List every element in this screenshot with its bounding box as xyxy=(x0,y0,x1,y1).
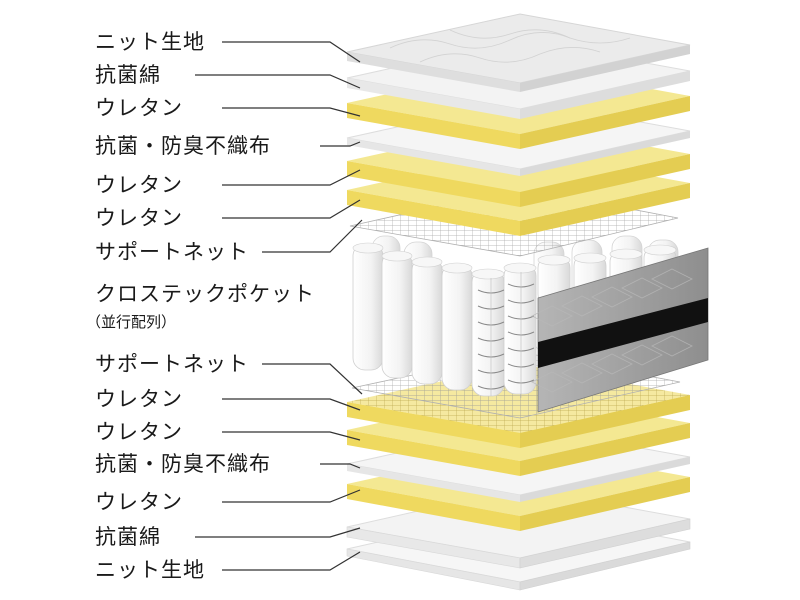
label-pocket-coil: クロステックポケット xyxy=(95,282,315,306)
leader-lines xyxy=(195,41,363,571)
pocket-coil-block xyxy=(352,235,709,413)
label-top-urethane-2: ウレタン xyxy=(95,173,183,197)
label-bottom-urethane-1: ウレタン xyxy=(95,387,183,411)
label-top-knit: ニット生地 xyxy=(95,30,205,54)
label-top-nonwoven: 抗菌・防臭不織布 xyxy=(95,134,271,158)
label-bottom-antibacterial-cotton: 抗菌綿 xyxy=(95,525,161,549)
label-pocket-coil-note: （並行配列） xyxy=(86,313,177,331)
side-band xyxy=(538,298,708,368)
label-top-support-net: サポートネット xyxy=(95,240,249,264)
label-bottom-support-net: サポートネット xyxy=(95,352,249,376)
label-top-urethane-3: ウレタン xyxy=(95,206,183,230)
label-top-antibacterial-cotton: 抗菌綿 xyxy=(95,63,161,87)
label-bottom-knit: ニット生地 xyxy=(95,558,205,582)
layer-top-knit xyxy=(346,13,691,92)
label-bottom-urethane-2: ウレタン xyxy=(95,420,183,444)
label-bottom-nonwoven: 抗菌・防臭不織布 xyxy=(95,452,271,476)
label-top-urethane-1: ウレタン xyxy=(95,96,183,120)
label-bottom-urethane-3: ウレタン xyxy=(95,490,183,514)
